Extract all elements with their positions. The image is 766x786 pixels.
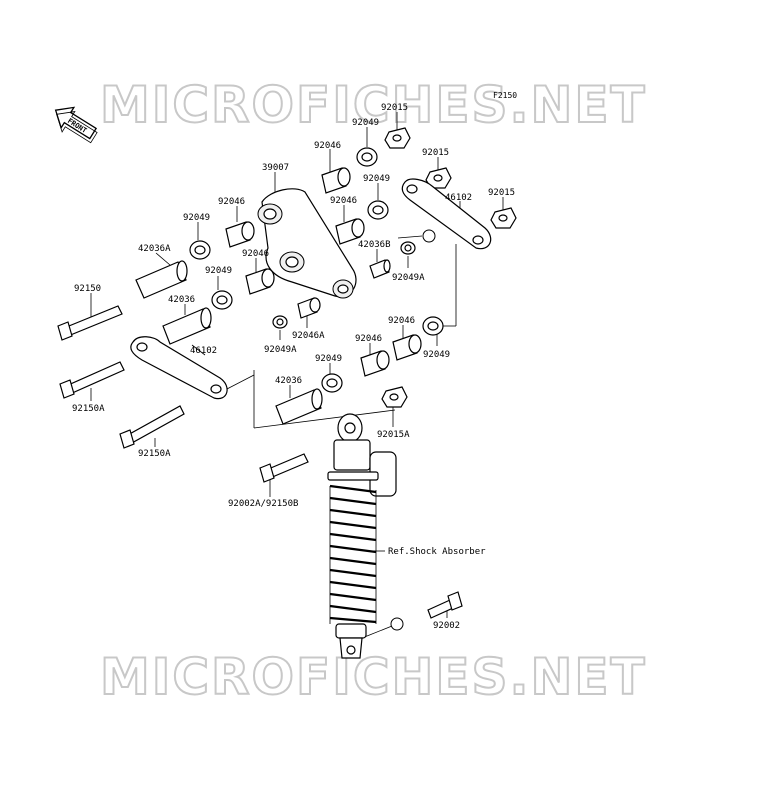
front-arrow-icon: FRONT — [54, 106, 98, 144]
bolt-92002A-92150B — [259, 453, 309, 483]
bearing-92046-f — [360, 350, 390, 377]
bolt-92150 — [57, 305, 123, 341]
bolt-92150A-a — [59, 361, 125, 399]
label-92046-c: 92046 — [218, 197, 245, 207]
label-46102-left: 46102 — [190, 346, 217, 356]
label-92150A-b: 92150A — [138, 449, 171, 459]
rocker-arm-39007 — [257, 188, 357, 299]
collar-42036-mid — [275, 388, 323, 425]
seal-92049-top — [356, 147, 378, 167]
label-92002: 92002 — [433, 621, 460, 631]
nut-92015-right — [490, 207, 517, 229]
label-92046A: 92046A — [292, 331, 325, 341]
bearing-92046-c — [225, 221, 255, 248]
bearing-92046-b — [335, 218, 365, 245]
label-92015A: 92015A — [377, 430, 410, 440]
label-92049-left: 92049 — [183, 213, 210, 223]
label-42036-left: 42036 — [168, 295, 195, 305]
label-92049-g: 92049 — [423, 350, 450, 360]
label-92015-top: 92015 — [381, 103, 408, 113]
label-92046-b: 92046 — [330, 196, 357, 206]
bolt-92002 — [427, 591, 463, 619]
label-92049A-left: 92049A — [264, 345, 297, 355]
label-39007: 39007 — [262, 163, 289, 173]
label-92049-mid: 92049 — [363, 174, 390, 184]
tie-rod-46102-left — [130, 336, 228, 400]
collar-42036A — [135, 260, 188, 299]
bolt-92150A-b — [119, 405, 185, 449]
seal-92049-g — [422, 316, 444, 336]
watermark-bottom: MICROFICHES.NET — [100, 648, 647, 706]
label-92046-a: 92046 — [314, 141, 341, 151]
bearing-92046-d — [245, 268, 275, 295]
collar-42036B — [369, 259, 391, 279]
label-ref-shock-absorber: Ref.Shock Absorber — [388, 547, 486, 557]
bearing-92046A — [297, 297, 321, 319]
label-92002A-92150B: 92002A/92150B — [228, 499, 298, 509]
figure-code: F2150 — [493, 91, 517, 100]
shock-spring — [329, 484, 377, 624]
seal-92049-f — [321, 373, 343, 393]
label-92049A-right: 92049A — [392, 273, 425, 283]
bearing-92046-e — [392, 334, 422, 361]
nut-92015-top — [384, 127, 411, 149]
label-46102-right: 46102 — [445, 193, 472, 203]
ref-marker-a-top — [422, 229, 436, 243]
label-92046-f: 92046 — [355, 334, 382, 344]
seal-92049A-right — [400, 241, 416, 255]
nut-92015A — [381, 386, 408, 408]
label-92049-top: 92049 — [352, 118, 379, 128]
label-92049-e: 92049 — [205, 266, 232, 276]
label-42036A: 42036A — [138, 244, 171, 254]
label-92150A-a: 92150A — [72, 404, 105, 414]
tie-rod-46102-right — [401, 178, 492, 250]
collar-42036-left — [162, 307, 212, 345]
nut-92015-mid — [425, 167, 452, 189]
watermark-top: MICROFICHES.NET — [100, 76, 647, 134]
label-42036B: 42036B — [358, 240, 391, 250]
label-92015-mid: 92015 — [422, 148, 449, 158]
label-92015-right: 92015 — [488, 188, 515, 198]
label-92046-e: 92046 — [388, 316, 415, 326]
seal-92049-left — [189, 240, 211, 260]
seal-92049-mid — [367, 200, 389, 220]
seal-92049-e — [211, 290, 233, 310]
label-42036-mid: 42036 — [275, 376, 302, 386]
ref-marker-a-bottom — [390, 617, 404, 631]
label-92049-f: 92049 — [315, 354, 342, 364]
label-92150: 92150 — [74, 284, 101, 294]
shock-absorber — [327, 413, 397, 659]
label-92046-d: 92046 — [242, 249, 269, 259]
bearing-92046-a — [321, 167, 351, 194]
seal-92049A-left — [272, 315, 288, 329]
